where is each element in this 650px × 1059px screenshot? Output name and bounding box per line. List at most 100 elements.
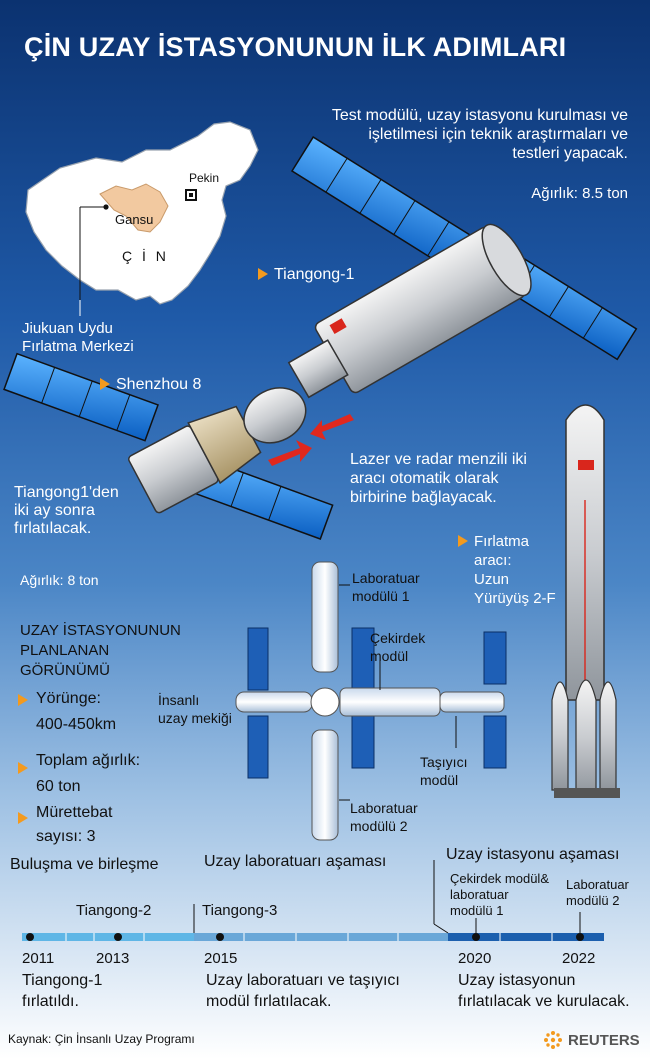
year-2013: 2013 bbox=[96, 950, 130, 967]
source-note: Kaynak: Çin İnsanlı Uzay Programı bbox=[8, 1032, 195, 1046]
desc-2020-line-2: fırlatılacak ve kurulacak. bbox=[458, 993, 630, 1010]
desc-2015-line-2: modül fırlatılacak. bbox=[206, 993, 332, 1010]
cargo-module bbox=[439, 691, 505, 713]
orbit-value: 400-450km bbox=[36, 716, 117, 733]
lab-module-1 bbox=[311, 561, 339, 673]
tiangong-body bbox=[287, 223, 532, 399]
shenzhou-note-line-3: fırlatılacak. bbox=[14, 520, 92, 537]
rocket-label-line-3: Uzun bbox=[474, 571, 510, 588]
shenzhou-note-line-1: Tiangong1'den bbox=[14, 484, 119, 501]
core-label-line-1: Çekirdek bbox=[370, 630, 426, 646]
intro-line-2: işletilmesi için teknik araştırmaları ve bbox=[368, 126, 628, 143]
rocket-label-line-4: Yürüyüş 2-F bbox=[474, 590, 556, 607]
mass-label: Toplam ağırlık: bbox=[36, 752, 141, 769]
marker-core-line-3: modülü 1 bbox=[450, 903, 504, 918]
orbit-bullet-icon bbox=[18, 694, 28, 706]
year-2020: 2020 bbox=[458, 950, 492, 967]
station-panel-5 bbox=[483, 715, 507, 769]
docking-note-line-1: Lazer ve radar menzili iki bbox=[350, 451, 527, 468]
crew-ship-label-line-2: uzay mekiği bbox=[158, 710, 232, 726]
crew-value: sayısı: 3 bbox=[36, 828, 96, 845]
year-2015: 2015 bbox=[204, 950, 238, 967]
station-panel-1 bbox=[247, 627, 269, 691]
map-city-label: Pekin bbox=[189, 171, 220, 185]
station-heading-line-3: GÖRÜNÜMÜ bbox=[20, 662, 110, 679]
cargo-label-line-1: Taşıyıcı bbox=[420, 754, 468, 770]
page-title: ÇİN UZAY İSTASYONUNUN İLK ADIMLARI bbox=[24, 32, 567, 62]
year-2022: 2022 bbox=[562, 950, 596, 967]
shenzhou-label-text: Shenzhou 8 bbox=[116, 376, 202, 393]
lab2-label-line-2: modülü 2 bbox=[350, 818, 408, 834]
intro-line-1: Test modülü, uzay istasyonu kurulması ve bbox=[331, 107, 628, 124]
marker-lab2-line-2: modülü 2 bbox=[566, 893, 620, 908]
desc-2015-line-1: Uzay laboratuarı ve taşıyıcı bbox=[206, 972, 400, 989]
station-panel-4 bbox=[483, 631, 507, 685]
tiangong-weight: Ağırlık: 8.5 ton bbox=[531, 185, 628, 202]
docking-note-line-2: aracı otomatik olarak bbox=[350, 470, 499, 487]
gansu-region bbox=[99, 183, 169, 233]
brand-name: REUTERS bbox=[568, 1032, 640, 1049]
shenzhou-body bbox=[128, 387, 307, 514]
docking-arrow-left bbox=[268, 440, 312, 466]
docking-note-line-3: birbirine bağlayacak. bbox=[350, 489, 497, 506]
tiangong-label: Tiangong-1 bbox=[258, 266, 354, 284]
timeline-dot-2020 bbox=[472, 933, 480, 941]
launch-site-line-2: Fırlatma Merkezi bbox=[22, 338, 134, 355]
rocket-label-line-1: Fırlatma bbox=[474, 533, 530, 550]
marker-lab2-line-1: Laboratuar bbox=[566, 877, 629, 892]
timeline-phase-1 bbox=[22, 933, 194, 941]
intro-line-3: testleri yapacak. bbox=[512, 145, 628, 162]
lab1-label-line-1: Laboratuar bbox=[352, 570, 420, 586]
station-heading-line-1: UZAY İSTASYONUNUN bbox=[20, 622, 181, 639]
shenzhou-label: Shenzhou 8 bbox=[100, 376, 201, 394]
mass-value: 60 ton bbox=[36, 778, 81, 795]
lab-module-2 bbox=[311, 729, 339, 841]
pekin-marker bbox=[185, 189, 197, 201]
reuters-logo-icon bbox=[544, 1031, 562, 1049]
marker-core-line-1: Çekirdek modül& bbox=[450, 871, 549, 886]
docking-arrow-right bbox=[310, 414, 354, 440]
tiangong-label-text: Tiangong-1 bbox=[274, 266, 355, 283]
marker-tiangong3: Tiangong-3 bbox=[202, 902, 278, 919]
shenzhou-panel-left bbox=[3, 352, 159, 442]
core-label-line-2: modül bbox=[370, 648, 409, 664]
desc-2011-line-2: fırlatıldı. bbox=[22, 993, 79, 1010]
lab2-label-line-1: Laboratuar bbox=[350, 800, 418, 816]
timeline-phase-3 bbox=[448, 933, 604, 941]
map-country-label: Ç İ N bbox=[122, 248, 169, 264]
crew-bullet-icon bbox=[18, 812, 28, 824]
rocket-label-line-2: aracı: bbox=[474, 552, 512, 569]
long-march-rocket bbox=[551, 404, 620, 798]
desc-2011-line-1: Tiangong-1 bbox=[22, 972, 103, 989]
timeline-dot-2011 bbox=[26, 933, 34, 941]
timeline-dot-2013 bbox=[114, 933, 122, 941]
desc-2020-line-1: Uzay istasyonun bbox=[458, 972, 576, 989]
lab1-label-line-2: modülü 1 bbox=[352, 588, 410, 604]
cargo-label-line-2: modül bbox=[420, 772, 459, 788]
station-hub bbox=[310, 687, 340, 717]
mass-bullet-icon bbox=[18, 762, 28, 774]
station-panel-2 bbox=[247, 715, 269, 779]
launch-site-line-1: Jiukuan Uydu bbox=[22, 320, 113, 337]
timeline-dot-2022 bbox=[576, 933, 584, 941]
marker-tiangong2: Tiangong-2 bbox=[76, 902, 152, 919]
crew-ship-label-line-1: İnsanlı bbox=[158, 692, 200, 708]
shenzhou-weight: Ağırlık: 8 ton bbox=[20, 572, 99, 588]
timeline-dot-2015 bbox=[216, 933, 224, 941]
marker-core-line-2: laboratuar bbox=[450, 887, 509, 902]
timeline-phase-2 bbox=[194, 933, 448, 941]
year-2011: 2011 bbox=[22, 950, 55, 967]
orbit-label: Yörünge: bbox=[36, 690, 101, 707]
rocket-label: Fırlatma bbox=[458, 533, 529, 550]
map-province-label: Gansu bbox=[115, 212, 154, 227]
station-heading-line-2: PLANLANAN bbox=[20, 642, 110, 659]
phase-3-label: Uzay istasyonu aşaması bbox=[446, 846, 620, 863]
phase-1-label: Buluşma ve birleşme bbox=[10, 856, 159, 873]
shenzhou-note-line-2: iki ay sonra bbox=[14, 502, 95, 519]
phase-2-label: Uzay laboratuarı aşaması bbox=[204, 853, 387, 870]
